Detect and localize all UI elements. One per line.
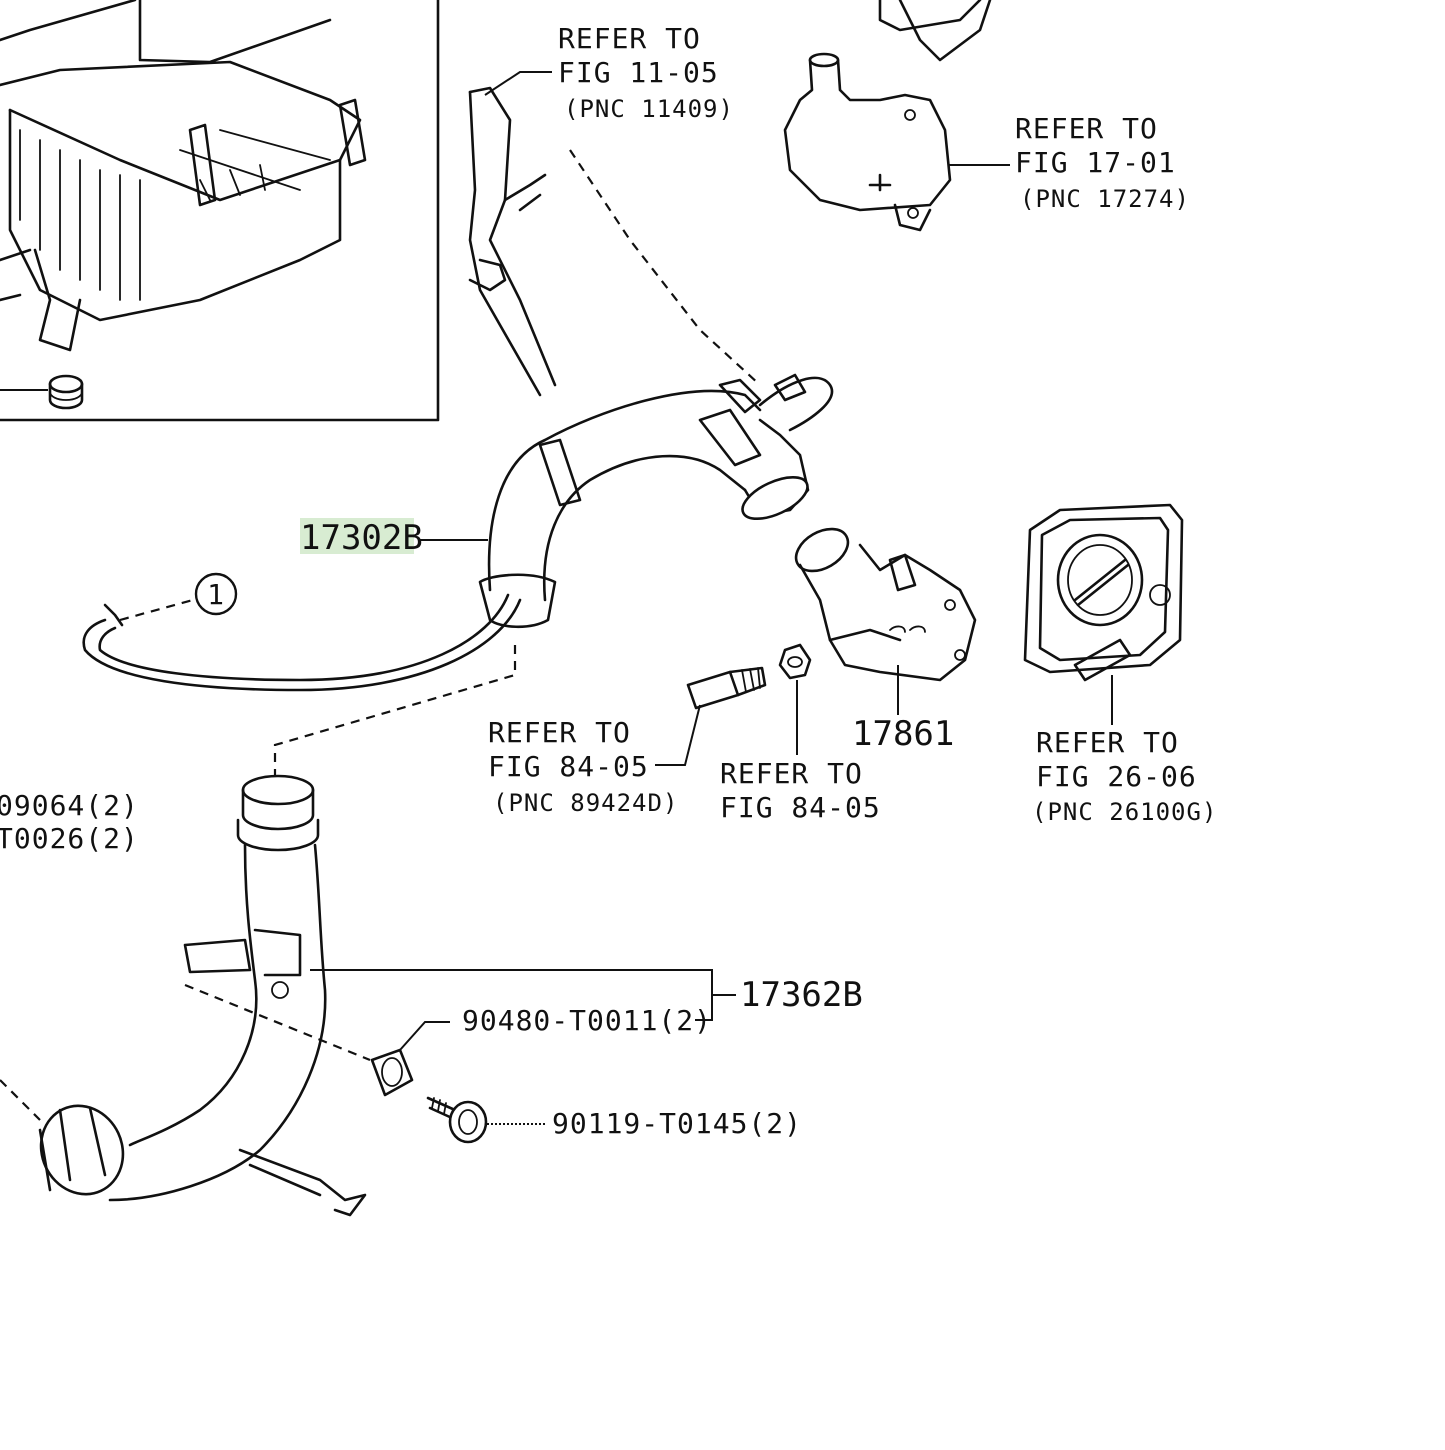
highlight-box <box>300 518 414 554</box>
callout-line-2: FIG 84-05 <box>488 750 649 783</box>
part-number-left-1: 09064(2) <box>0 789 139 822</box>
callout-fig-26-06: REFER TO FIG 26-06 (PNC 26100G) <box>1032 726 1217 826</box>
part-number-17302b: 17302B <box>300 518 423 558</box>
callout-fig-84-05-nut: REFER TO FIG 84-05 <box>720 757 881 824</box>
callout-pnc: (PNC 11409) <box>564 95 734 123</box>
callout-line-2: FIG 17-01 <box>1015 146 1176 179</box>
callout-pnc: (PNC 26100G) <box>1032 798 1217 826</box>
bracket-17362b <box>310 969 736 1021</box>
part-label-17362b[interactable]: 17362B <box>740 975 863 1015</box>
throttle-body <box>1023 503 1184 725</box>
water-outlet-17861 <box>794 527 977 715</box>
callout-fig-11-05: REFER TO FIG 11-05 (PNC 11409) <box>558 22 734 123</box>
callout-fig-17-01: REFER TO FIG 17-01 (PNC 17274) <box>1015 112 1190 213</box>
vent-pipe <box>468 86 761 397</box>
temperature-sensor <box>655 666 767 766</box>
callout-pnc: (PNC 89424D) <box>493 789 678 817</box>
part-label-grommet[interactable]: 90480-T0011(2) <box>462 1004 712 1037</box>
circle-reference: 1 <box>194 572 238 616</box>
part-number-bolt: 90119-T0145(2) <box>552 1107 802 1140</box>
callout-line-2: FIG 26-06 <box>1036 760 1197 793</box>
callout-line-1: REFER TO <box>720 757 863 790</box>
bolt <box>426 1096 545 1144</box>
upper-hose-17302b <box>82 373 834 780</box>
part-label-17861[interactable]: 17861 <box>852 714 954 754</box>
part-number-17861: 17861 <box>852 714 954 754</box>
part-number-17362b: 17362B <box>740 975 863 1015</box>
air-cleaner-box <box>0 0 440 422</box>
nut <box>778 643 812 755</box>
left-part-labels: 09064(2) T0026(2) <box>0 789 139 855</box>
callout-line-1: REFER TO <box>1036 726 1179 759</box>
part-number-left-2: T0026(2) <box>0 822 139 855</box>
callout-line-1: REFER TO <box>488 716 631 749</box>
part-label-bolt[interactable]: 90119-T0145(2) <box>552 1107 802 1140</box>
part-number-grommet: 90480-T0011(2) <box>462 1004 712 1037</box>
callout-fig-84-05-sensor: REFER TO FIG 84-05 (PNC 89424D) <box>488 716 678 817</box>
circle-reference-number: 1 <box>207 578 225 611</box>
leader-lines <box>420 71 1010 541</box>
lower-hose-17362b <box>0 774 371 1217</box>
grommet <box>370 1021 450 1097</box>
callout-line-2: FIG 84-05 <box>720 791 881 824</box>
callout-line-2: FIG 11-05 <box>558 56 719 89</box>
callout-line-1: REFER TO <box>1015 112 1158 145</box>
callout-line-1: REFER TO <box>558 22 701 55</box>
water-outlet-upper <box>783 0 992 232</box>
callout-pnc: (PNC 17274) <box>1020 185 1190 213</box>
part-label-17302b[interactable]: 17302B <box>300 518 423 558</box>
